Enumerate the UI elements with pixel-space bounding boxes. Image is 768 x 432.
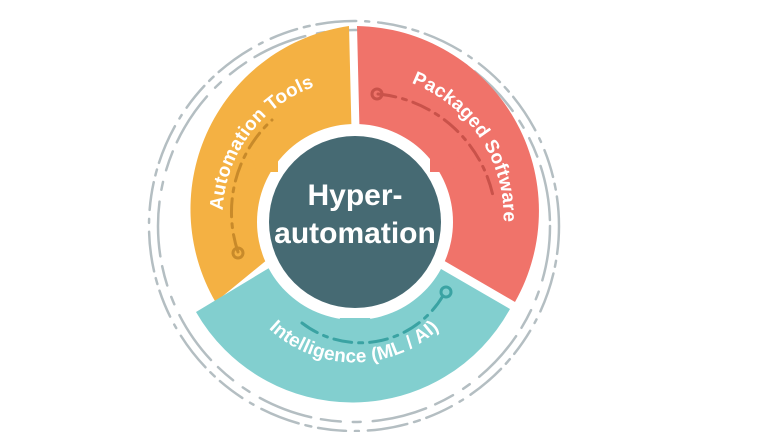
notch-tab-bottom (332, 318, 378, 336)
center-circle (269, 136, 441, 308)
center-title-line-1: Hyper- (307, 179, 402, 212)
outer-dashed-ring (147, 19, 561, 432)
notch-tab-left (248, 150, 278, 172)
center-title-line-2: automation (274, 217, 436, 250)
decor-dots (231, 87, 453, 299)
inner-decor-lines (230, 92, 495, 345)
notch-tab-right (430, 150, 460, 172)
